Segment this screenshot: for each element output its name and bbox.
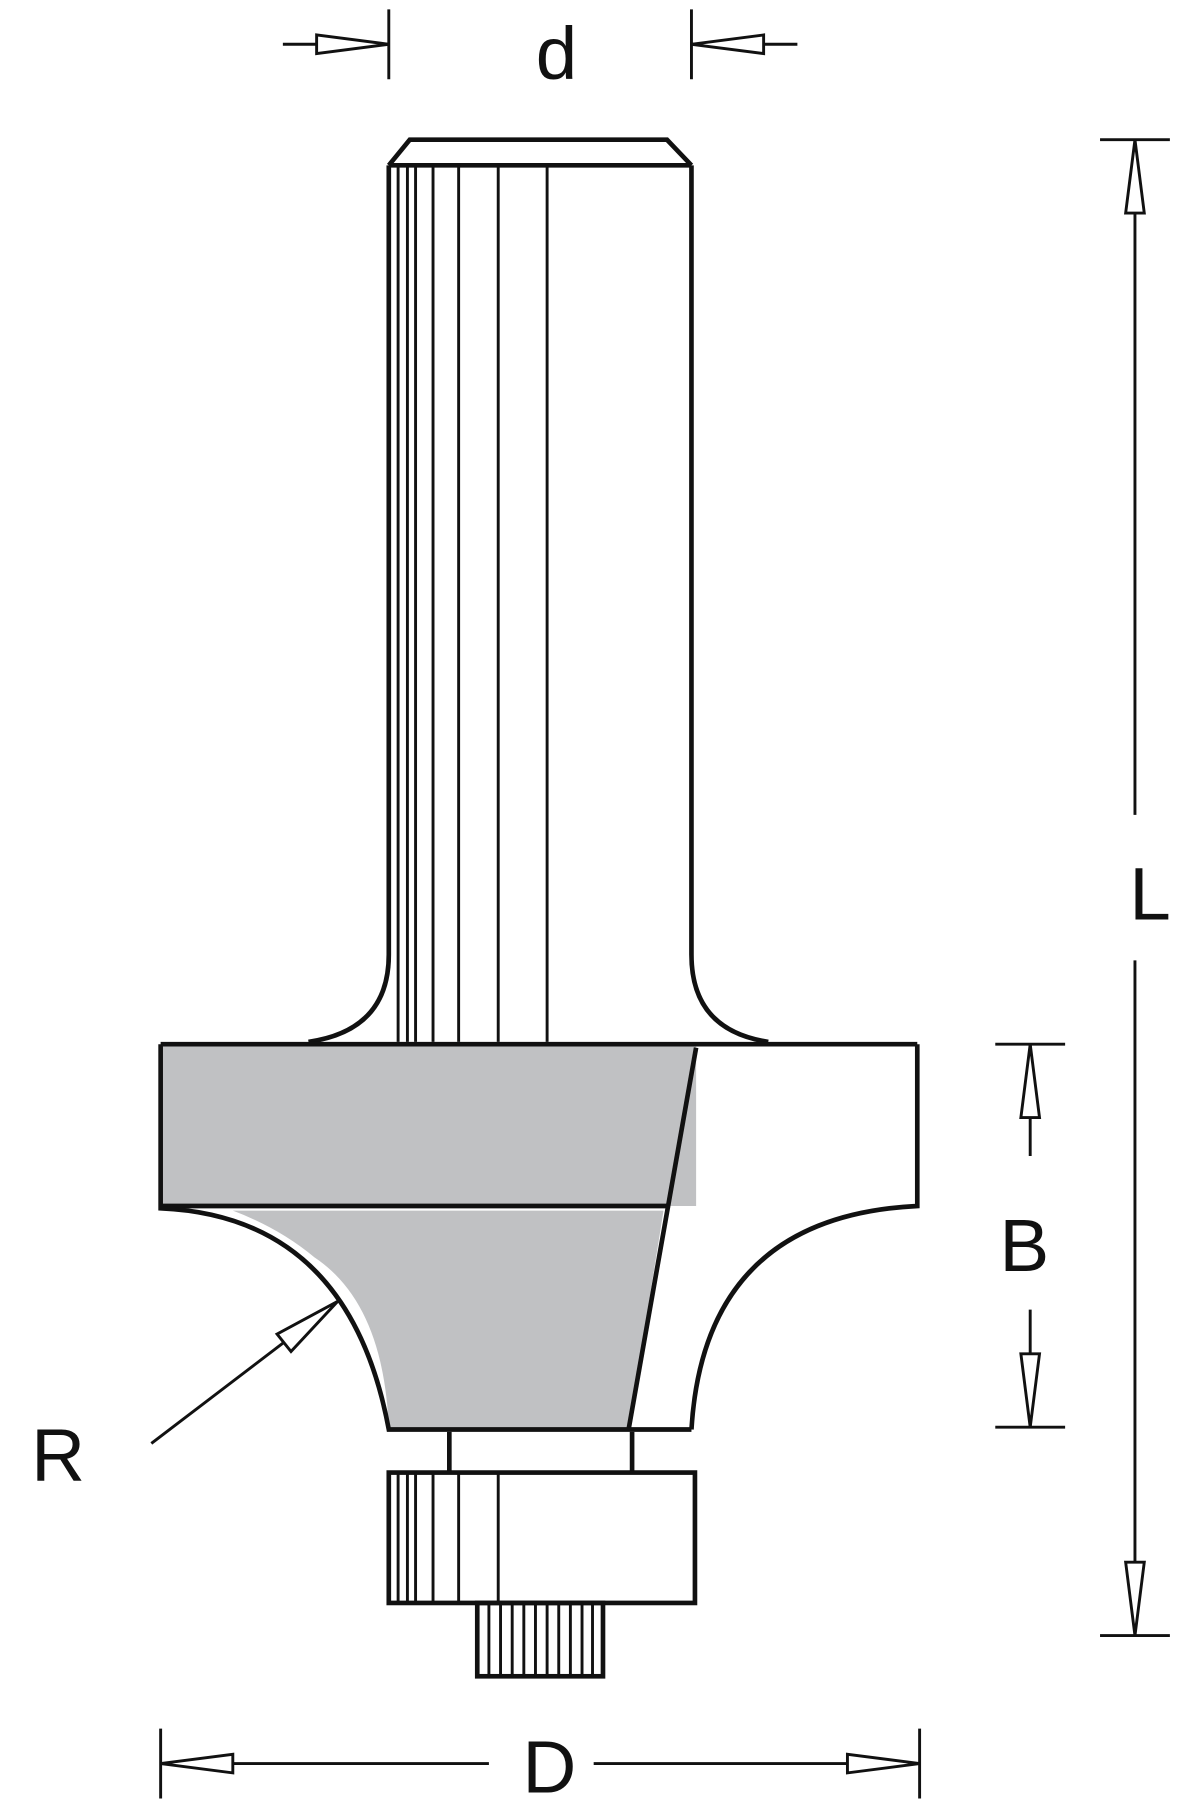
body-outline (158, 1041, 920, 1473)
dimension-d: d (282, 9, 798, 95)
arrow-left-icon (691, 33, 766, 56)
label-d: d (536, 12, 577, 95)
cutter-body (160, 1044, 699, 1430)
arrow-right-icon (315, 33, 389, 56)
dimension-l: L (1100, 138, 1171, 1637)
dimension-r: R (31, 1300, 339, 1497)
label-r: R (31, 1414, 85, 1497)
arrow-icon (274, 1300, 339, 1354)
label-d-cutting: D (523, 1726, 577, 1809)
dimension-b: B (995, 1042, 1066, 1429)
arrow-down-icon (1123, 1560, 1146, 1636)
arrow-down-icon (1019, 1352, 1042, 1428)
shank (308, 137, 769, 1045)
label-l: L (1129, 853, 1170, 936)
arrow-left-icon (160, 1752, 235, 1775)
arrow-up-icon (1123, 139, 1146, 215)
bearing (386, 1470, 698, 1679)
arrow-up-icon (1019, 1044, 1042, 1119)
arrow-right-icon (845, 1752, 920, 1775)
label-b: B (1000, 1204, 1050, 1287)
dimension-d-cutting: D (159, 1726, 922, 1809)
